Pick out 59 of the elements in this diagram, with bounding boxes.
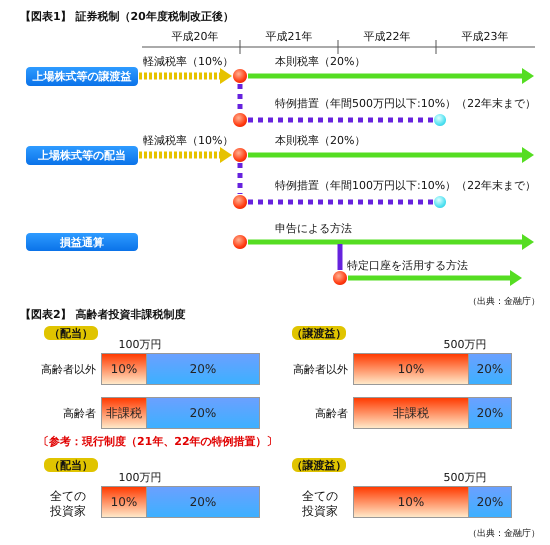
source-note: （出典：金融庁） (467, 296, 540, 309)
connector-line (338, 244, 342, 270)
threshold-label: 500万円 (442, 471, 488, 484)
row-label: 高齢者 (314, 407, 348, 420)
bar-segment: 20% (468, 486, 512, 518)
arrow (139, 68, 232, 84)
row-label: 全ての投資家 (301, 489, 339, 519)
timeline-dot (233, 235, 247, 249)
category-box: 損益通算 (26, 233, 138, 251)
row-label: 高齢者 (62, 407, 96, 420)
threshold-label: 500万円 (442, 338, 488, 351)
threshold-label: 100万円 (118, 471, 162, 484)
bar-segment: 20% (146, 353, 260, 385)
arrow (248, 234, 534, 250)
arrow (248, 147, 534, 163)
threshold-label: 100万円 (118, 338, 162, 351)
bar-segment: 20% (468, 353, 512, 385)
connector-line (238, 84, 242, 112)
arrow (248, 68, 534, 84)
category-box: 上場株式等の配当 (26, 146, 138, 165)
bar-segment: 20% (146, 397, 260, 429)
end-dot (434, 114, 446, 126)
section-tag: （譲渡益） (292, 458, 346, 472)
arrow (139, 147, 232, 163)
bar-segment: 10% (101, 353, 147, 385)
timeline-dot (233, 195, 247, 209)
arrow (348, 270, 522, 286)
figure-heading: 【図表2】 高齢者投資非課税制度 (20, 308, 186, 321)
bar-segment: 10% (353, 353, 469, 385)
year-label: 平成20年 (170, 30, 220, 43)
connector-line (248, 200, 433, 204)
year-label: 平成22年 (362, 30, 412, 43)
connector-line (238, 163, 242, 194)
edge-label: 特定口座を活用する方法 (347, 259, 468, 272)
section-tag: （譲渡益） (292, 326, 346, 340)
reference-note: 〔参考：現行制度（21年、22年の特例措置）〕 (38, 435, 278, 448)
bar-segment: 10% (101, 486, 147, 518)
timeline-dot (333, 271, 347, 285)
timeline-dot (233, 148, 247, 162)
bar-segment: 非課税 (101, 397, 147, 429)
figure-heading: 【図表1】 証券税制（20年度税制改正後） (20, 10, 234, 23)
bar-segment: 20% (146, 486, 260, 518)
bar-segment: 非課税 (353, 397, 469, 429)
edge-label: 申告による方法 (275, 222, 352, 235)
end-dot (434, 196, 446, 208)
category-box: 上場株式等の譲渡益 (26, 67, 138, 86)
timeline-dot (233, 113, 247, 127)
row-label: 高齢者以外 (292, 363, 348, 376)
bar-segment: 20% (468, 397, 512, 429)
source-note: （出典：金融庁） (467, 528, 540, 541)
connector-line (248, 118, 433, 122)
section-tag: （配当） (44, 326, 98, 340)
section-tag: （配当） (44, 458, 98, 472)
bar-segment: 10% (353, 486, 469, 518)
year-label: 平成21年 (264, 30, 314, 43)
timeline-dot (233, 69, 247, 83)
row-label: 全ての投資家 (49, 489, 87, 519)
year-label: 平成23年 (460, 30, 510, 43)
row-label: 高齢者以外 (40, 363, 96, 376)
